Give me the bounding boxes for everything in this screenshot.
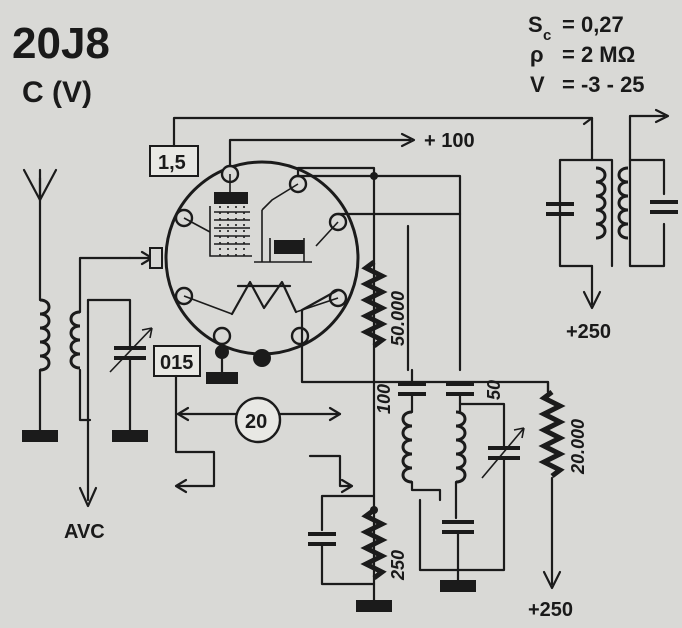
spec-rho-value: = 2 MΩ xyxy=(562,42,635,67)
ground-symbol-left xyxy=(22,430,58,442)
pin-label-top: 1,5 xyxy=(158,152,186,174)
spec-sc-symbol: S xyxy=(528,12,543,37)
cathode-capacitor-icon xyxy=(308,532,336,546)
spec-sc: S c = 0,27 xyxy=(528,12,624,44)
tube-key-dot xyxy=(253,349,271,367)
output-capacitor-right-icon xyxy=(650,200,678,214)
spec-v-value: = -3 - 25 xyxy=(562,72,645,97)
tube-internal-electrodes xyxy=(183,174,339,316)
output-capacitor-left-icon xyxy=(546,202,574,216)
heater-voltage-circle xyxy=(234,396,282,444)
ground-symbol-cathode xyxy=(356,600,392,612)
grid-coil-icon xyxy=(69,310,81,370)
pin-box-top xyxy=(149,145,199,177)
plate-supply-top-label: +250 xyxy=(566,321,611,343)
spec-sc-sub: c xyxy=(543,27,551,44)
if-coil-left-icon xyxy=(401,410,413,484)
resistor-250-icon xyxy=(360,508,388,580)
avc-label: AVC xyxy=(64,521,105,543)
ground-symbol-tube xyxy=(206,372,238,384)
spec-rho-symbol: ρ xyxy=(530,42,544,67)
resistor-20000-label: 20.000 xyxy=(568,419,588,475)
spec-sc-value: = 0,27 xyxy=(562,12,624,37)
output-coil-primary-icon xyxy=(595,166,607,240)
resistor-50000-label: 50.000 xyxy=(388,291,408,346)
spec-v-symbol: V xyxy=(530,72,545,97)
pin-box-bottom xyxy=(153,345,201,377)
tube-type: C (V) xyxy=(22,76,92,109)
resistor-20000-icon xyxy=(538,390,566,478)
capacitor-50-label: 50 xyxy=(484,380,504,400)
ground-symbol-if xyxy=(440,580,476,592)
resistor-250-label: 250 xyxy=(388,550,408,581)
if-variable-capacitor-icon xyxy=(418,402,525,572)
coupling-capacitor-right-icon xyxy=(446,382,474,396)
if-bottom-capacitor-icon xyxy=(442,520,474,534)
screen-supply-label: + 100 xyxy=(424,130,475,152)
pin-label-bottom: 015 xyxy=(160,352,193,374)
output-coil-secondary-icon xyxy=(617,166,629,240)
antenna-icon xyxy=(22,168,58,302)
plate-supply-bottom-label: +250 xyxy=(528,599,573,621)
spec-rho: ρ = 2 MΩ xyxy=(530,42,635,67)
resistor-50000-icon xyxy=(360,260,388,348)
resistor-100-label: 100 xyxy=(374,384,394,414)
if-coil-right-icon xyxy=(455,410,467,484)
tube-model: 20J8 xyxy=(12,19,110,68)
heater-voltage-label: 20 xyxy=(245,411,267,433)
spec-v: V = -3 - 25 xyxy=(530,72,645,97)
coupling-capacitor-left-icon xyxy=(398,382,426,396)
ground-symbol-cap xyxy=(112,430,148,442)
grid-cap-connector xyxy=(149,247,163,269)
variable-capacitor-icon xyxy=(109,327,153,432)
antenna-coil-icon xyxy=(39,298,51,372)
